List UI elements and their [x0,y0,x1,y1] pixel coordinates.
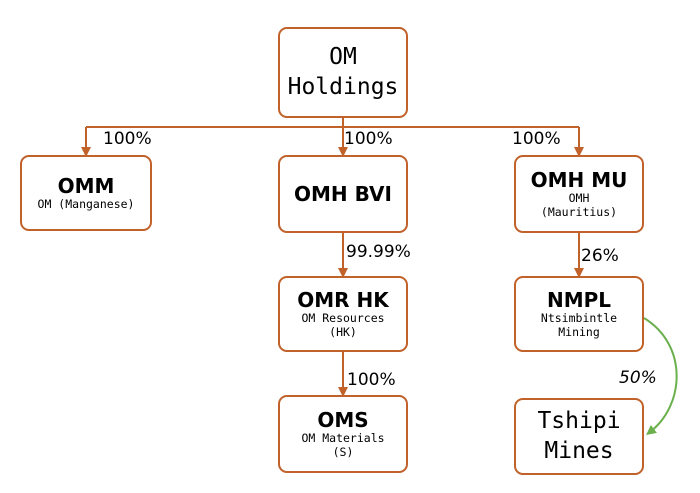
node-om-holdings: OM Holdings [278,27,408,118]
edge-label-holdings-mu: 100% [512,129,561,149]
node-omh-bvi: OMH BVI [278,155,408,233]
node-oms-subtitle2: (S) [332,444,354,459]
node-omh-bvi-title: OMH BVI [294,181,392,206]
arrow-to-tshipi [643,317,678,436]
node-omm: OMM OM (Manganese) [20,155,152,231]
edge-label-bvi-omrhk: 99.99% [346,242,411,262]
node-omh-mu-subtitle2: (Mauritius) [540,204,618,219]
node-omm-title: OMM [57,173,115,198]
edge-label-holdings-bvi: 100% [344,129,393,149]
node-omr-hk-subtitle2: (HK) [329,324,357,339]
node-omm-subtitle: OM (Manganese) [37,196,135,211]
edge-label-nmpl-tshipi: 50% [619,368,657,388]
node-nmpl: NMPL Ntsimbintle Mining [514,276,644,352]
node-omr-hk-title: OMR HK [297,288,389,313]
node-oms-title: OMS [317,408,369,433]
edge-label-omrhk-oms: 100% [347,370,396,390]
node-omh-mu: OMH MU OMH (Mauritius) [514,155,644,233]
node-tshipi-line1: Tshipi [537,407,621,434]
node-tshipi-line2: Mines [544,437,614,464]
node-tshipi-mines: Tshipi Mines [514,398,644,475]
node-omh-mu-subtitle1: OMH [568,191,590,206]
node-omr-hk: OMR HK OM Resources (HK) [278,276,408,352]
node-omh-mu-title: OMH MU [530,168,628,193]
node-nmpl-subtitle1: Ntsimbintle [540,311,618,326]
node-oms-subtitle1: OM Materials [301,431,385,446]
edge-label-holdings-omm: 100% [103,129,152,149]
node-om-holdings-line2: Holdings [287,73,399,100]
edge-label-mu-nmpl: 26% [581,246,619,266]
node-oms: OMS OM Materials (S) [278,395,408,473]
node-nmpl-subtitle2: Mining [558,324,600,339]
node-nmpl-title: NMPL [546,288,612,313]
node-om-holdings-line1: OM [329,43,357,70]
node-omr-hk-subtitle1: OM Resources [301,311,385,326]
